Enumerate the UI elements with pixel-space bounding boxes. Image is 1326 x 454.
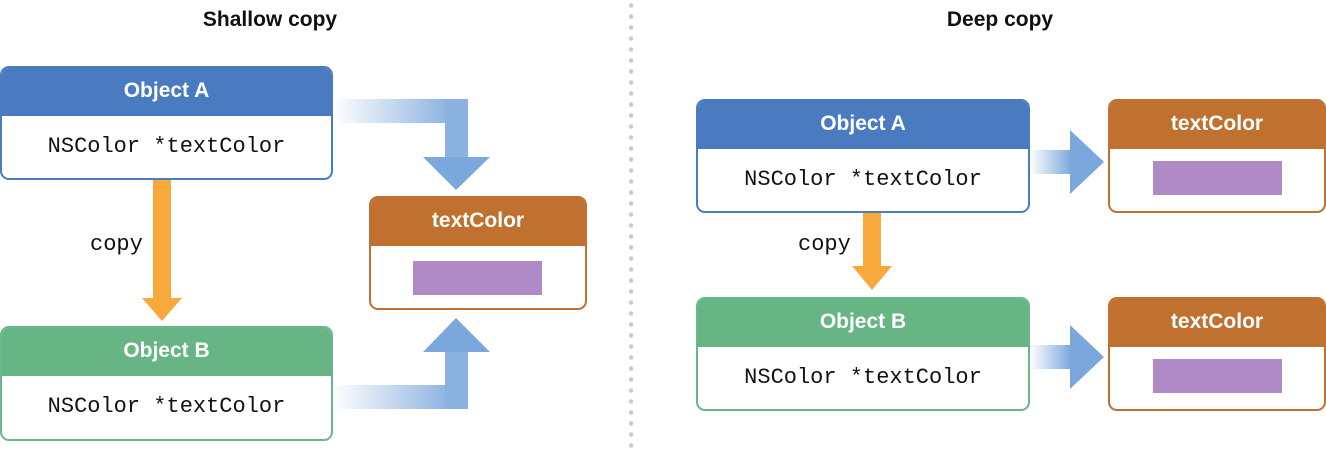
deep-copy-title: Deep copy xyxy=(946,8,1054,31)
color-swatch xyxy=(1153,161,1282,195)
textcolor-header: textColor xyxy=(1110,299,1324,347)
deep-copy-arrow xyxy=(852,212,892,290)
object-a-field: NSColor *textColor xyxy=(744,167,982,192)
textcolor-header: textColor xyxy=(1110,101,1324,149)
deep-copy-label: copy xyxy=(798,232,851,257)
shallow-pointer-arrow-b xyxy=(333,318,490,409)
deep-textcolor-object-b: textColor xyxy=(1108,297,1326,411)
object-a-header: Object A xyxy=(698,101,1028,149)
object-a-field: NSColor *textColor xyxy=(47,134,286,159)
shallow-object-b: Object B NSColor *textColor xyxy=(0,326,333,441)
shallow-pointer-arrow-a xyxy=(333,99,490,190)
shallow-object-a: Object A NSColor *textColor xyxy=(0,66,333,180)
deep-pointer-arrow-a xyxy=(1030,130,1104,194)
deep-object-a: Object A NSColor *textColor xyxy=(696,99,1030,213)
object-b-header: Object B xyxy=(2,328,331,376)
object-a-header: Object A xyxy=(2,68,331,116)
shallow-copy-label: copy xyxy=(90,232,143,257)
color-swatch xyxy=(413,261,542,295)
shallow-copy-title: Shallow copy xyxy=(202,8,338,31)
deep-textcolor-object-a: textColor xyxy=(1108,99,1326,213)
object-b-field: NSColor *textColor xyxy=(744,365,982,390)
deep-pointer-arrow-b xyxy=(1030,325,1104,389)
shallow-textcolor-object: textColor xyxy=(369,196,587,310)
color-swatch xyxy=(1153,359,1282,393)
shallow-copy-arrow xyxy=(142,180,182,321)
textcolor-header: textColor xyxy=(371,198,585,246)
deep-object-b: Object B NSColor *textColor xyxy=(696,297,1030,411)
panel-divider xyxy=(629,0,633,454)
object-b-field: NSColor *textColor xyxy=(47,394,286,419)
object-b-header: Object B xyxy=(698,299,1028,347)
